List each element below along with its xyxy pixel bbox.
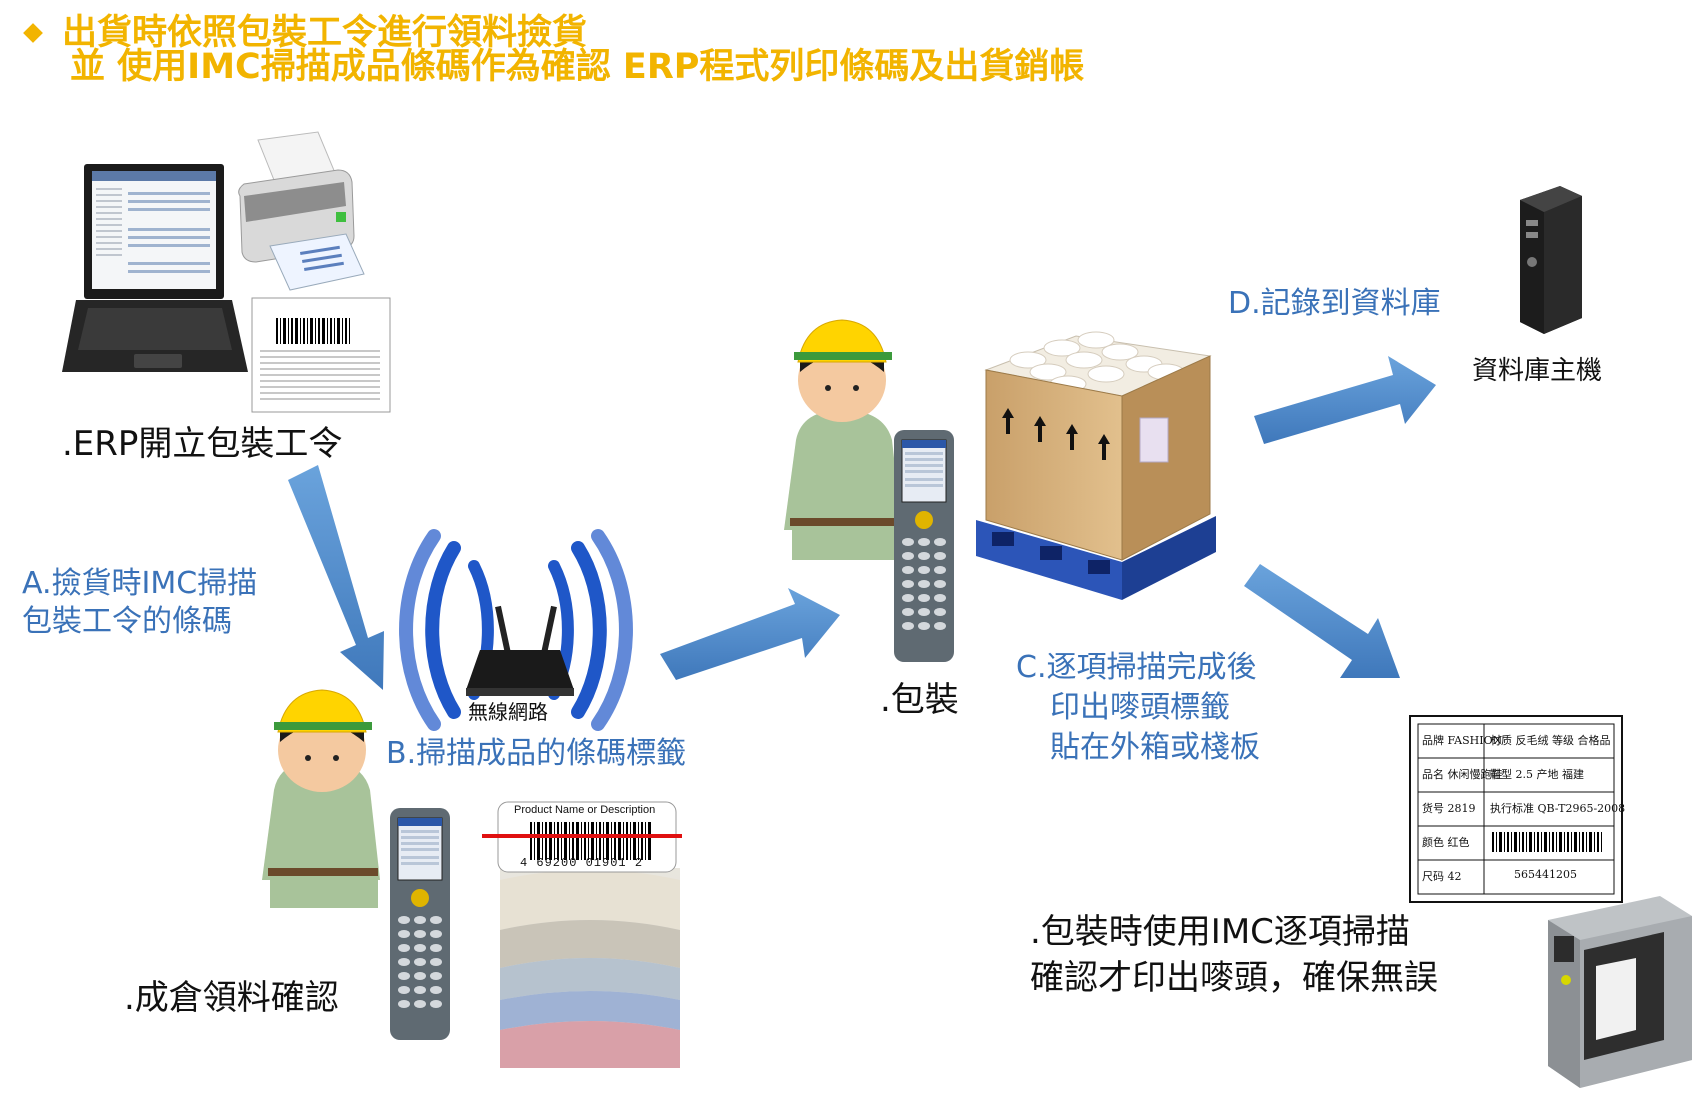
label-printer-icon: [1548, 896, 1692, 1088]
step-c-line-1: C.逐項掃描完成後: [1016, 650, 1257, 685]
step-c-line-3: 貼在外箱或棧板: [1050, 730, 1260, 765]
shipping-label-cell: 鞋型 2.5 产地 福建: [1490, 768, 1584, 781]
caption-imc-line-1: .包裝時使用IMC逐項掃描: [1030, 912, 1410, 952]
shipping-label-cell: 565441205: [1514, 868, 1577, 881]
wireless-label: 無線網路: [468, 700, 548, 724]
laptop-icon: [62, 164, 248, 372]
step-a-line-1: A.撿貨時IMC掃描: [22, 566, 258, 601]
arrow-erp-to-warehouse: [288, 465, 384, 690]
title-line-2: 並 使用IMC掃描成品條碼作為確認 ERP程式列印條碼及出貨銷帳: [70, 47, 1085, 87]
step-d: D.記錄到資料庫: [1228, 286, 1441, 321]
fabric-stack-image: [500, 868, 680, 1068]
handheld-scanner-2: [894, 430, 954, 662]
product-barcode-label: [482, 801, 682, 873]
scan-laser-line: [482, 834, 682, 838]
database-server-icon: [1520, 186, 1582, 334]
printer-icon: [238, 131, 365, 291]
router-body: [466, 605, 574, 696]
worker-warehouse: [262, 689, 380, 908]
arrow-warehouse-to-packing: [660, 588, 840, 680]
caption-erp: .ERP開立包裝工令: [62, 424, 343, 464]
shipping-label-cell: 执行标准 QB-T2965-2008: [1490, 802, 1626, 815]
handheld-scanner-1: [390, 808, 450, 1040]
product-label-number: 4 69200 01901 2: [520, 856, 644, 870]
shipping-label-cell: 货号 2819: [1422, 802, 1476, 815]
caption-db-host: 資料庫主機: [1472, 356, 1603, 386]
shipping-label-cell: 颜色 红色: [1422, 836, 1470, 849]
worker-packing: [784, 319, 902, 560]
caption-packing: .包裝: [880, 680, 959, 720]
shipping-label-cell: 材质 反毛绒 等级 合格品: [1490, 734, 1611, 747]
step-a-line-2: 包裝工令的條碼: [22, 604, 232, 639]
step-b: B.掃描成品的條碼標籤: [386, 736, 687, 771]
shipping-label-cell: 品牌 FASHION: [1422, 734, 1503, 747]
arrow-pallet-to-database: [1254, 356, 1436, 444]
arrow-pallet-to-label: [1244, 564, 1400, 678]
shipping-label-cell: 尺码 42: [1422, 870, 1462, 883]
product-label-title: Product Name or Description: [514, 804, 656, 816]
caption-warehouse: .成倉領料確認: [124, 978, 339, 1018]
shipping-label-image: [1409, 715, 1623, 903]
caption-imc-line-2: 確認才印出嘜頭，確保無誤: [1030, 958, 1438, 998]
pallet-boxes-image: [976, 331, 1216, 600]
title-line-1: 出貨時依照包裝工令進行領料撿貨: [62, 13, 588, 53]
shipping-label-cell: 品名 休闲慢跑鞋: [1422, 768, 1503, 781]
step-c-line-2: 印出嘜頭標籤: [1050, 690, 1230, 725]
work-order-document: [251, 297, 391, 413]
